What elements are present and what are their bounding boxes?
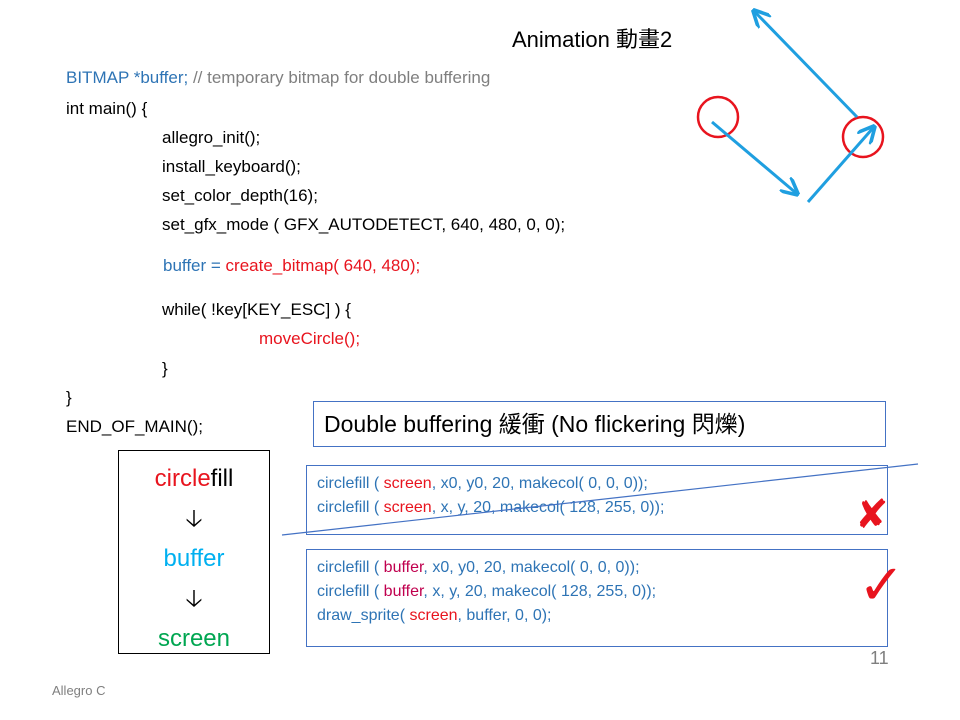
start-circle xyxy=(696,95,740,139)
path-arrow-up-right xyxy=(806,128,873,203)
down-arrow-icon: 🡣 xyxy=(185,585,203,612)
wrong-code-line-1: circlefill ( screen, x0, y0, 20, makecol… xyxy=(317,475,648,492)
page-number: 11 xyxy=(870,648,889,668)
flow-step-circlefill: circlefill xyxy=(154,465,234,492)
path-arrow-down xyxy=(711,120,796,193)
code-line-main: int main() { xyxy=(66,99,148,118)
animation-diagram xyxy=(696,0,885,203)
slide-title: Animation 動畫2 xyxy=(512,27,673,52)
code-line-gfx: set_gfx_mode ( GFX_AUTODETECT, 640, 480,… xyxy=(162,215,566,234)
code-line-bitmap: BITMAP *buffer; // temporary bitmap for … xyxy=(66,68,490,88)
bitmap-declaration: BITMAP *buffer; xyxy=(66,68,189,87)
correct-code-box: circlefill ( buffer, x0, y0, 20, makecol… xyxy=(306,549,888,647)
flow-step-screen: screen xyxy=(157,625,231,652)
flow-box: circlefill 🡣 buffer 🡣 screen xyxy=(118,450,270,654)
code-line-buffer: buffer = create_bitmap( 640, 480); xyxy=(163,256,420,276)
check-mark-icon: ✓ xyxy=(858,553,905,616)
code-line-keyboard: install_keyboard(); xyxy=(162,157,301,176)
create-bitmap-call: create_bitmap( 640, 480); xyxy=(225,256,421,275)
correct-code-line-3: draw_sprite( screen, buffer, 0, 0); xyxy=(317,607,552,624)
code-line-init: allegro_init(); xyxy=(162,128,261,147)
code-line-close-outer: } xyxy=(66,388,72,407)
wrong-code-box: circlefill ( screen, x0, y0, 20, makecol… xyxy=(306,465,888,535)
double-buffering-heading: Double buffering 緩衝 (No flickering 閃爍) xyxy=(313,401,886,447)
code-line-end: END_OF_MAIN(); xyxy=(66,417,203,436)
footer-text: Allegro C xyxy=(52,683,106,698)
strike-through-line xyxy=(281,463,919,536)
code-line-depth: set_color_depth(16); xyxy=(162,186,318,205)
code-line-move: moveCircle(); xyxy=(259,329,361,348)
bitmap-comment: // temporary bitmap for double buffering xyxy=(188,68,491,87)
code-line-while: while( !key[KEY_ESC] ) { xyxy=(162,300,351,319)
correct-code-line-1: circlefill ( buffer, x0, y0, 20, makecol… xyxy=(317,559,640,576)
path-arrow-up-left xyxy=(755,12,859,119)
flow-step-buffer: buffer xyxy=(163,545,225,572)
bounce-circle xyxy=(841,115,885,159)
down-arrow-icon: 🡣 xyxy=(185,505,203,532)
correct-code-line-2: circlefill ( buffer, x, y, 20, makecol( … xyxy=(317,583,657,600)
buffer-assign: buffer = xyxy=(163,256,226,275)
wrong-mark-icon: ✘ xyxy=(855,493,889,537)
code-line-close-inner: } xyxy=(162,359,168,378)
